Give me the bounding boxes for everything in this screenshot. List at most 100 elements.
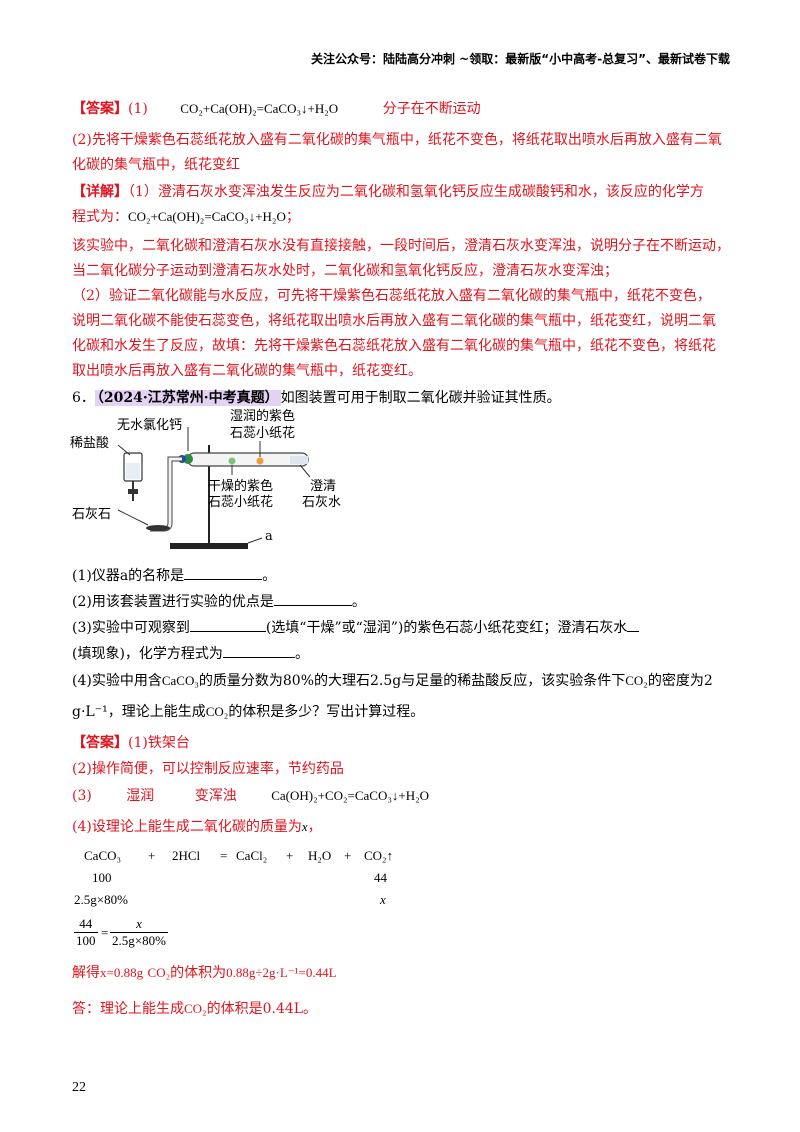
question-stem-text: 如图装置可用于制取二氧化碳并验证其性质。 (280, 390, 561, 406)
dry-flower (228, 457, 236, 465)
label-wet2: 石蕊小纸花 (230, 426, 296, 441)
subq4-line2: g·L⁻¹，理论上能生成CO₂的体积是多少？写出计算过程。 (72, 702, 424, 722)
page-number: 22 (72, 1080, 86, 1095)
label-acid: 稀盐酸 (70, 436, 110, 451)
plus-sign: + (286, 848, 294, 863)
subq3-line2: (填现象)，化学方程式为 。 (72, 643, 309, 664)
source-badge: （2024·江苏常州·中考真题） (94, 390, 281, 406)
answer6-part3-num: (3) (72, 788, 92, 804)
formula-co2: CO₂ (205, 704, 229, 719)
product-cacl2: CaCl₂ (236, 848, 268, 863)
answer-blank-3c[interactable] (222, 643, 295, 658)
formula-co2: CO₂ (625, 673, 648, 688)
answer6-line3: (3) 湿润 变浑浊 Ca(OH)₂+CO₂=CaCO₃↓+H₂O (72, 786, 429, 806)
fraction-left: 44 100 (74, 916, 98, 949)
detail5-line3: 该实验中，二氧化碳和澄清石灰水没有直接接触，一段时间后，澄清石灰水变浑浊，说明分… (72, 238, 730, 254)
fraction-right-denominator: 2.5g×80% (110, 932, 168, 948)
period: 。 (351, 594, 366, 610)
fraction-left-numerator: 44 (79, 916, 93, 931)
connecting-tube (150, 456, 182, 532)
answer-blank-3a[interactable] (189, 617, 266, 632)
reactant-hcl: 2HCl (172, 848, 201, 863)
subq1-text: (1)仪器a的名称是 (72, 568, 185, 584)
label-lime2: 石灰水 (302, 495, 342, 510)
subq4-text-e: 的体积是多少？写出计算过程。 (228, 704, 425, 720)
fraction-left-denominator: 100 (74, 932, 98, 948)
detail5-line1: 【详解】（1）澄清石灰水变浑浊发生反应为二氧化碳和氢氧化钙反应生成碳酸钙和水，该… (72, 182, 704, 202)
molar-mass-co2: 44 (374, 870, 387, 885)
stand-base (170, 543, 248, 549)
formula-co2: CO₂ (147, 965, 171, 980)
final-answer: 答：理论上能生成CO₂的体积是0.44L。 (72, 999, 317, 1019)
answer5-part1-text: 分子在不断运动 (382, 101, 481, 117)
label-dry1: 干燥的紫色 (208, 479, 274, 494)
mass-given: 2.5g×80% (74, 892, 128, 907)
wet-flower (256, 457, 264, 465)
subq3-line1: (3)实验中可观察到 (选填“干燥”或“湿润”)的紫色石蕊小纸花变红；澄清石灰水 (72, 617, 640, 638)
funnel-valve (128, 489, 138, 494)
label-dry-agent: 无水氯化钙 (117, 418, 183, 433)
final-text-b: 的体积是0.44L。 (206, 1001, 318, 1017)
subq2-text: (2)用该套装置进行实验的优点是 (72, 594, 274, 610)
comma: ， (307, 819, 322, 835)
final-text-a: 答：理论上能生成 (72, 1001, 184, 1017)
question-number: 6． (72, 390, 95, 406)
answer-tag: 【答案】 (72, 735, 128, 751)
apparatus-diagram (117, 427, 311, 549)
label-stone: 石灰石 (72, 507, 112, 522)
subq1: (1)仪器a的名称是 。 (72, 565, 276, 586)
detail5-text1: （1）澄清石灰水变浑浊发生反应为二氧化碳和氢氧化钙反应生成碳酸钙和水，该反应的化… (128, 184, 704, 200)
answer6-part2: (2)操作简便，可以控制反应速率，节约药品 (72, 761, 344, 777)
subq3-text-a: (3)实验中可观察到 (72, 620, 190, 636)
detail5-text2: 程式为： (72, 209, 128, 225)
answer-blank-1[interactable] (184, 565, 263, 580)
subq2: (2)用该套装置进行实验的优点是 。 (72, 591, 366, 612)
solution-mass: x=0.88g (100, 965, 144, 980)
plus-sign: + (148, 848, 156, 863)
calcium-chloride-plug (183, 454, 193, 464)
answer5-line1: 【答案】(1) CO₂+Ca(OH)₂=CaCO₃↓+H₂O 分子在不断运动 (72, 99, 481, 119)
detail5-line2: 程式为：CO₂+Ca(OH)₂=CaCO₃↓+H₂O； (72, 207, 300, 227)
solution-volume: 0.88g÷2g·L⁻¹=0.44L (226, 965, 337, 980)
answer-blank-3b[interactable] (627, 617, 640, 632)
formula-co2: CO₂ (184, 1001, 207, 1016)
apparatus-figure: 无水氯化钙 稀盐酸 石灰石 湿润的紫色 石蕊小纸花 干燥的紫色 石蕊小纸花 澄清… (70, 405, 350, 555)
answer-tag: 【答案】 (72, 101, 128, 117)
question6-stem: 6．（2024·江苏常州·中考真题）如图装置可用于制取二氧化碳并验证其性质。 (72, 388, 561, 408)
product-h2o: H₂O (308, 848, 332, 863)
subq4-text-d: g·L⁻¹，理论上能生成 (72, 704, 206, 720)
answer6-line4: (4)设理论上能生成二氧化碳的质量为x， (72, 817, 322, 837)
subq3-text-c: (填现象)，化学方程式为 (72, 646, 223, 662)
subq4-text-b: 的质量分数为80%的大理石2.5g与足量的稀盐酸反应，该实验条件下 (198, 673, 626, 689)
acid-liquid (126, 463, 140, 479)
fraction-right-numerator: x (136, 916, 142, 931)
subq4-text-c: 的密度为2 (647, 673, 713, 689)
subq4-line1: (4)实验中用含CaCO₃的质量分数为80%的大理石2.5g与足量的稀盐酸反应，… (72, 671, 713, 691)
solution-text-b: 的体积为 (170, 965, 227, 981)
pointer-acid (117, 444, 131, 456)
solution-text-a: 解得 (72, 965, 100, 981)
pointer-stone (117, 509, 149, 526)
subq4-text-a: (4)实验中用含 (72, 673, 162, 689)
equation: Ca(OH)₂+CO₂=CaCO₃↓+H₂O (271, 788, 430, 803)
answer-blank-2[interactable] (273, 591, 352, 606)
period: 。 (262, 568, 277, 584)
label-lime1: 澄清 (310, 479, 337, 494)
answer6-part4-text: (4)设理论上能生成二氧化碳的质量为 (72, 819, 302, 835)
equals-sign: = (220, 848, 228, 863)
pointer-line-a (247, 537, 263, 544)
detail5-line7: 化碳和水发生了反应，故填：先将干燥紫色石蕊纸花放入盛有二氧化碳的集气瓶中，纸花不… (72, 338, 716, 354)
label-a: a (265, 529, 273, 544)
period: 。 (294, 646, 309, 662)
solution-line: 解得x=0.88g CO₂的体积为0.88g÷2g·L⁻¹=0.44L (72, 963, 337, 983)
connecting-tube-inner (150, 457, 182, 531)
page-header: 关注公众号：陆陆高分冲刺 ~领取：最新版“小中高考-总复习”、最新试卷下载 (311, 52, 730, 66)
detail5-line8: 取出喷水后再放入盛有二氧化碳的集气瓶中，纸花变红。 (72, 363, 422, 379)
label-dry2: 石蕊小纸花 (208, 495, 274, 510)
answer6-line1: 【答案】(1)铁架台 (72, 733, 190, 753)
subq3-text-b: (选填“干燥”或“湿润”)的紫色石蕊小纸花变红；澄清石灰水 (265, 620, 628, 636)
answer5-part2-line1: (2)先将干燥紫色石蕊纸花放入盛有二氧化碳的集气瓶中，纸花不变色，将纸花取出喷水… (72, 132, 722, 148)
detail5-line4: 当二氧化碳分子运动到澄清石灰水处时，二氧化碳和氢氧化钙反应，澄清石灰水变浑浊； (72, 263, 618, 279)
reactant-caco3: CaCO₃ (84, 848, 122, 863)
detail-tag: 【详解】 (72, 184, 128, 200)
